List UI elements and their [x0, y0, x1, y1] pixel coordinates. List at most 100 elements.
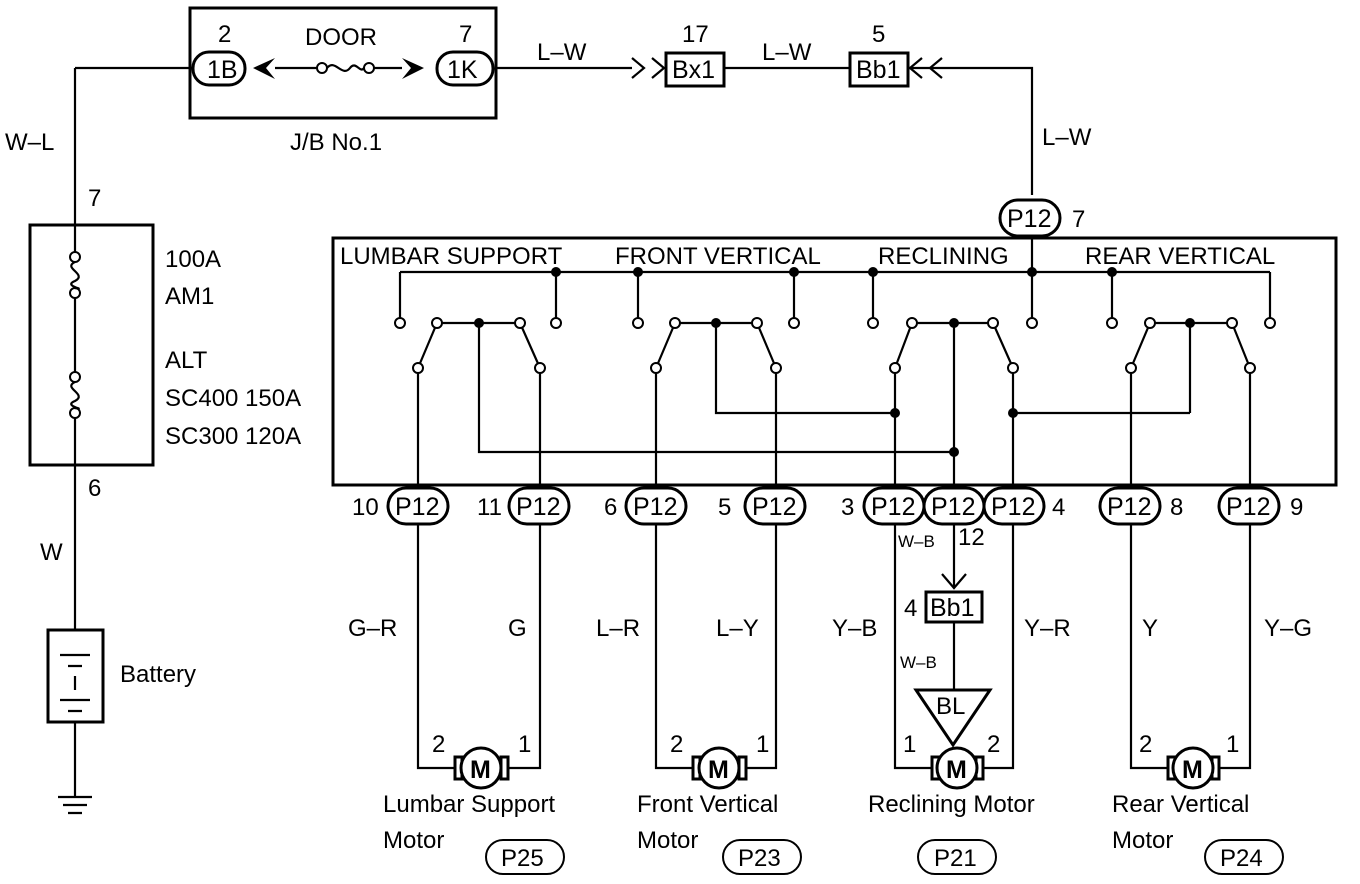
motor-lumbar-connector: [485, 839, 565, 875]
ground-point-bl: [913, 688, 993, 748]
wire-color-wb-2: W–B: [900, 653, 937, 672]
motor-reclining-connector: [917, 839, 997, 875]
wire-color-lw-3: L–W: [1042, 124, 1092, 151]
p12-top-pin: 7: [1072, 206, 1085, 233]
battery-symbol: [46, 628, 105, 724]
p12-pin6-label: P12: [633, 493, 677, 521]
connector-bx1: [664, 51, 726, 88]
wire-color-wl: W–L: [5, 129, 54, 156]
bb1-top-label: Bb1: [856, 56, 900, 84]
junction-block: [188, 6, 498, 120]
switch-reclining: [867, 317, 1190, 500]
bb1-ground-label: Bb1: [930, 594, 974, 622]
motor-front-name: Front Vertical: [637, 791, 778, 818]
motor-lumbar-pin-right: 1: [518, 731, 531, 758]
section-reclining: RECLINING: [878, 243, 1009, 270]
motor-front-connector: [722, 839, 802, 875]
wire-color-ly: L–Y: [716, 615, 759, 642]
motor-lumbar-name: Lumbar Support: [383, 791, 555, 818]
fuse-am1-rating: 100A: [165, 246, 221, 273]
jb-pin-2: 2: [218, 21, 231, 48]
p12-pin5-label: P12: [752, 493, 796, 521]
motor-front-symbol: M: [708, 756, 729, 784]
motor-lumbar-symbol: M: [470, 756, 491, 784]
jb-connector-1b: 1B: [207, 56, 238, 84]
section-rear-vertical: REAR VERTICAL: [1085, 243, 1275, 270]
p12-pin3-number: 3: [841, 494, 854, 521]
motor-reclining: [930, 746, 985, 790]
motor-reclining-pin-right: 2: [987, 731, 1000, 758]
fuse-alt-name: ALT: [165, 347, 208, 374]
wire-color-yb: Y–B: [832, 615, 877, 642]
wire-color-w: W: [40, 539, 63, 566]
motor-rear-name: Rear Vertical: [1112, 791, 1249, 818]
wire-color-yg: Y–G: [1264, 615, 1312, 642]
bb1-top-pin: 5: [872, 21, 885, 48]
connector-bb1-ground: [924, 590, 984, 624]
switch-front-vertical: [632, 317, 895, 500]
jb-connector-1k: 1K: [447, 56, 478, 84]
wire-color-y: Y: [1142, 615, 1158, 642]
jb-pin-7: 7: [459, 21, 472, 48]
p12-pin12-number: 12: [958, 524, 985, 551]
motor-rear-pin-right: 1: [1226, 731, 1239, 758]
motor-rear-vertical: [1166, 746, 1221, 790]
motor-lumbar-pin-left: 2: [432, 731, 445, 758]
fusible-link-block: [28, 223, 155, 467]
section-lumbar-support: LUMBAR SUPPORT: [340, 243, 563, 270]
junction-block-label: J/B No.1: [290, 129, 382, 156]
motor-front-vertical: [691, 746, 748, 790]
p12-pin9-number: 9: [1290, 494, 1303, 521]
ground-symbol: [58, 795, 92, 815]
fuse-block-bottom-pin: 6: [88, 475, 101, 502]
bx1-pin: 17: [682, 21, 709, 48]
motor-reclining-connector-label: P21: [934, 845, 977, 872]
ground-point-label: BL: [936, 693, 965, 720]
wire-color-yr: Y–R: [1024, 615, 1071, 642]
p12-pin8-label: P12: [1107, 493, 1151, 521]
motor-rear-pin-left: 2: [1139, 731, 1152, 758]
bx1-label: Bx1: [672, 56, 715, 84]
fuse-am1-name: AM1: [165, 283, 214, 310]
connector-p12-top: [998, 198, 1062, 238]
motor-rear-connector: [1204, 839, 1284, 875]
bb1-ground-pin: 4: [904, 595, 917, 622]
p12-pin12-label: P12: [931, 493, 975, 521]
fuse-alt-sc400: SC400 150A: [165, 385, 301, 412]
motor-reclining-pin-left: 1: [903, 731, 916, 758]
wire-color-g: G: [508, 615, 527, 642]
fuse-block-top-pin: 7: [88, 185, 101, 212]
p12-pin9-label: P12: [1226, 493, 1270, 521]
p12-pin11-label: P12: [516, 493, 560, 521]
wire-color-lw-2: L–W: [762, 39, 812, 66]
p12-pin10-number: 10: [352, 494, 379, 521]
wire-color-gr: G–R: [348, 615, 397, 642]
motor-front-pin-left: 2: [670, 731, 683, 758]
switch-rear-vertical: [1106, 317, 1276, 500]
battery-label: Battery: [120, 661, 196, 688]
motor-front-name-2: Motor: [637, 827, 698, 854]
p12-connector-row: [386, 486, 1281, 526]
p12-pin10-label: P12: [395, 493, 439, 521]
switch-lumbar-support: [394, 317, 955, 500]
p12-pin11-number: 11: [477, 494, 502, 521]
door-label: DOOR: [305, 24, 377, 51]
connector-bb1-top: [848, 51, 943, 88]
motor-front-connector-label: P23: [738, 845, 781, 872]
motor-front-pin-right: 1: [756, 731, 769, 758]
p12-pin3-label: P12: [871, 493, 915, 521]
motor-reclining-symbol: M: [946, 756, 967, 784]
wire-color-lr: L–R: [596, 615, 640, 642]
motor-rear-name-2: Motor: [1112, 827, 1173, 854]
fuse-alt-sc300: SC300 120A: [165, 423, 301, 450]
section-front-vertical: FRONT VERTICAL: [615, 243, 821, 270]
p12-pin6-number: 6: [604, 494, 617, 521]
motor-rear-connector-label: P24: [1220, 845, 1263, 872]
p12-pin4-number: 4: [1052, 494, 1065, 521]
motor-lumbar-connector-label: P25: [501, 845, 544, 872]
motor-rear-symbol: M: [1182, 756, 1203, 784]
wire-color-lw-1: L–W: [537, 39, 587, 66]
wire-color-wb-1: W–B: [898, 532, 935, 551]
